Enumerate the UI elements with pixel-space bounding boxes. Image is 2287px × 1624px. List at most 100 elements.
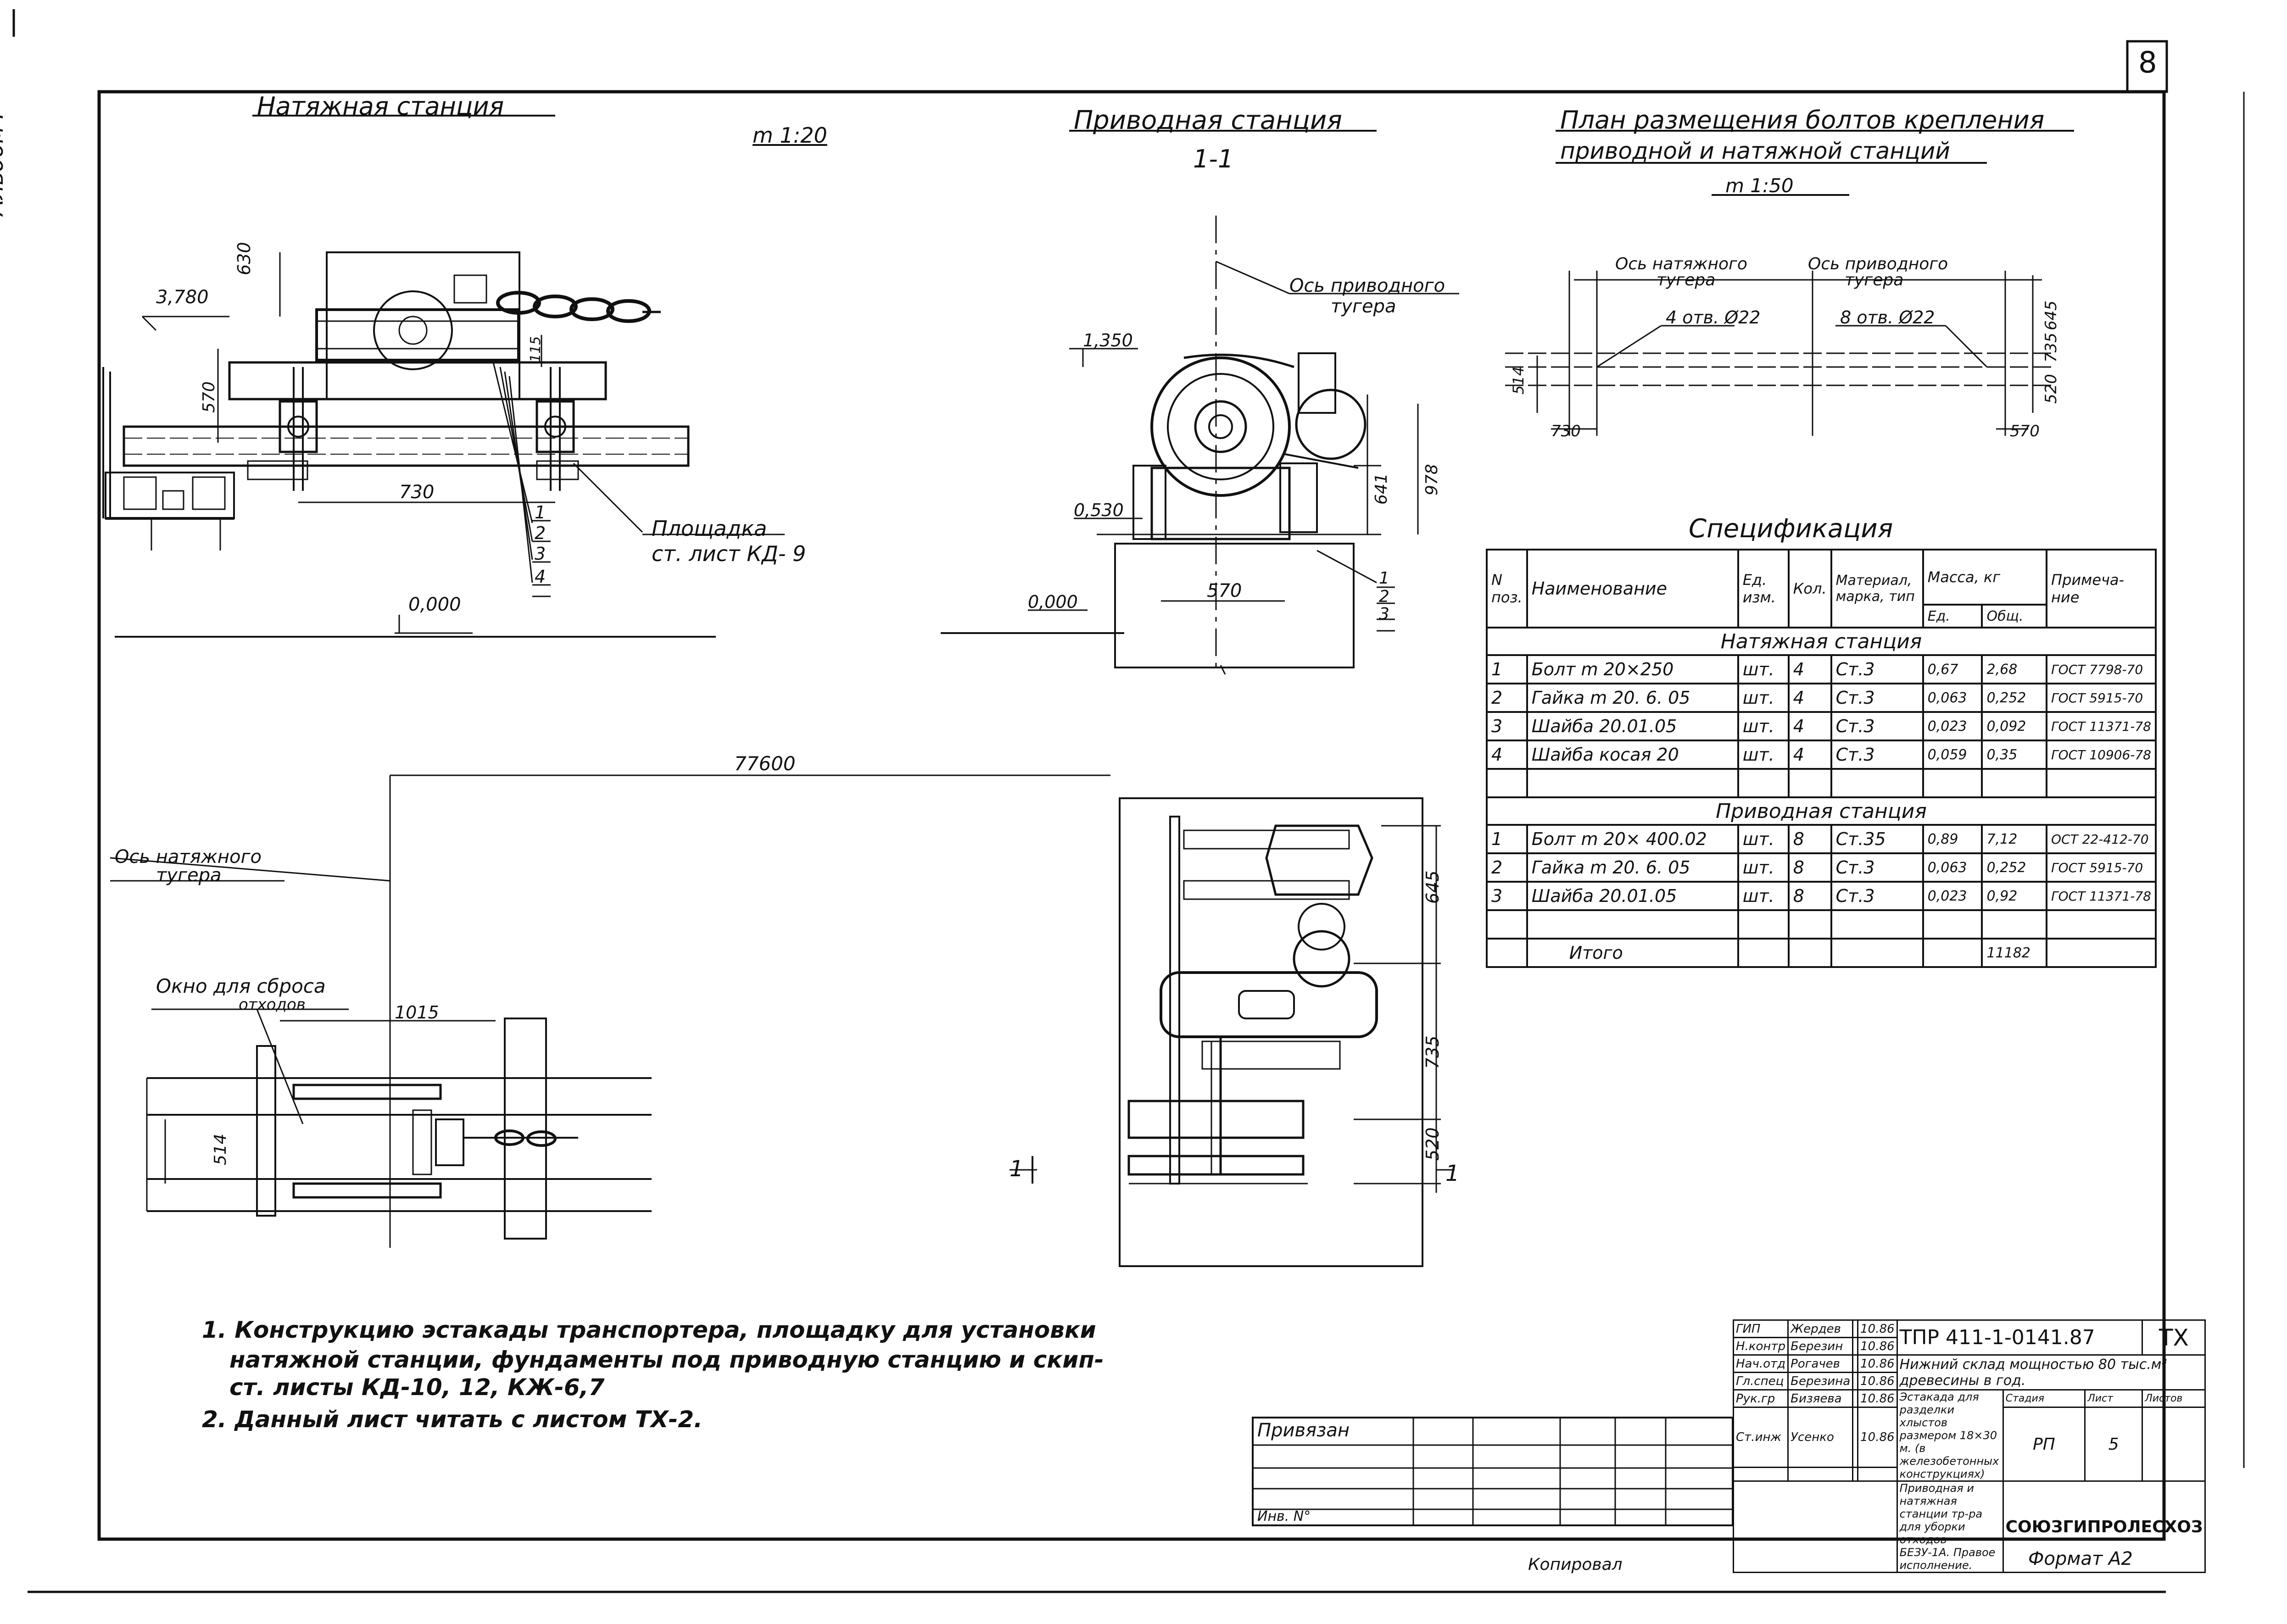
note-line-1: 1. Конструкцию эстакады транспортера, пл… bbox=[202, 1317, 1096, 1343]
role: Н.контр bbox=[1732, 1337, 1789, 1356]
cell-note: ГОСТ 11371-78 bbox=[2046, 881, 2157, 911]
header-name: Наименование bbox=[1526, 549, 1739, 628]
note-line-3: ст. листы КД-10, 12, КЖ-6,7 bbox=[229, 1374, 605, 1401]
cell-qty: 8 bbox=[1787, 881, 1832, 911]
elevation-1350: 1,350 bbox=[1083, 330, 1133, 350]
dim-115: 115 bbox=[528, 336, 544, 362]
cell-material: Ст.3 bbox=[1830, 881, 1924, 911]
title-block: ГИП Жердев 10.86 ТПР 411-1-0141.87 ТХ Н.… bbox=[1732, 1319, 2206, 1573]
signer-name: Усенко bbox=[1787, 1407, 1854, 1468]
signature bbox=[1852, 1354, 1859, 1373]
signer-name: Бизяева bbox=[1787, 1389, 1854, 1408]
drive-axis-plan-label: Ось приводного bbox=[1808, 255, 1948, 273]
cell-pos: 2 bbox=[1486, 683, 1528, 713]
cell-material: Ст.3 bbox=[1830, 711, 1924, 741]
drive-axis-label: Ось приводного bbox=[1289, 275, 1445, 296]
linked-label: Привязан bbox=[1257, 1420, 1350, 1441]
table-row: 3 Шайба 20.01.05 шт. 8 Ст.3 0,023 0,92 Г… bbox=[1486, 881, 2157, 911]
bolt-plan-title: План размещения болтов крепления bbox=[1560, 106, 2045, 134]
tension-station-elevation bbox=[102, 115, 785, 638]
cell-mass-unit: 0,67 bbox=[1922, 654, 1983, 684]
section-tension-label: Натяжная станция bbox=[1486, 627, 2157, 656]
cell-pos: 4 bbox=[1486, 740, 1528, 770]
copied-label: Копировал bbox=[1528, 1555, 1623, 1574]
table-row: 1 Болт m 20×250 шт. 4 Ст.3 0,67 2,68 ГОС… bbox=[1486, 654, 2157, 684]
drive-station-title: Приводная станция bbox=[1074, 106, 1342, 135]
waste-window-label-2: отходов bbox=[239, 996, 306, 1014]
album-label: Альбом I bbox=[0, 112, 8, 216]
cell-note: ГОСТ 7798-70 bbox=[2046, 654, 2157, 684]
cut-mark-left: 1 bbox=[1010, 1156, 1024, 1182]
cell-mass-total: 0,252 bbox=[1981, 683, 2047, 713]
cell-mass-unit: 0,023 bbox=[1922, 711, 1983, 741]
section-drive-label: Приводная станция bbox=[1486, 796, 2157, 826]
note-line-2: натяжной станции, фундаменты под приводн… bbox=[229, 1346, 1104, 1373]
cell-note: ГОСТ 10906-78 bbox=[2046, 740, 2157, 770]
cell-unit: шт. bbox=[1737, 881, 1790, 911]
table-row-empty bbox=[1486, 909, 2157, 940]
organization: СОЮЗГИПРОЛЕСХОЗ bbox=[2002, 1480, 2206, 1573]
specification-table: N поз. Наименование Ед. изм. Кол. Матери… bbox=[1486, 549, 2157, 968]
doc-mark: ТХ bbox=[2142, 1319, 2206, 1356]
date: 10.86 bbox=[1857, 1407, 1898, 1468]
dim-978: 978 bbox=[1422, 464, 1441, 495]
sheet-label: Лист bbox=[2084, 1389, 2143, 1408]
header-mass: Масса, кг bbox=[1922, 549, 2048, 606]
section-label: 1-1 bbox=[1193, 145, 1234, 173]
cell-unit: шт. bbox=[1737, 740, 1790, 770]
sheet-title: Приводная и натяжная станции тр-ра для у… bbox=[1896, 1480, 2004, 1573]
dim-570-drive: 570 bbox=[1207, 580, 1242, 601]
cell-mass-unit: 0,023 bbox=[1922, 881, 1983, 911]
cell-mass-total: 7,12 bbox=[1981, 824, 2047, 854]
header-material: Материал, марка, тип bbox=[1830, 549, 1924, 628]
stamp-row: Приводная и натяжная станции тр-ра для у… bbox=[1733, 1480, 2206, 1573]
date: 10.86 bbox=[1857, 1337, 1898, 1356]
cell-mass-total: 2,68 bbox=[1981, 654, 2047, 684]
stage-label: Стадия bbox=[2002, 1389, 2086, 1408]
cell-pos: 3 bbox=[1486, 711, 1528, 741]
dim-1015: 1015 bbox=[395, 1002, 439, 1023]
plan-tension-axis: Ось натяжного bbox=[115, 846, 262, 868]
dim-630: 630 bbox=[234, 242, 254, 275]
dim-570: 570 bbox=[200, 381, 218, 413]
cell-material: Ст.3 bbox=[1830, 852, 1924, 883]
plan-dim-645: 645 bbox=[1422, 870, 1443, 904]
note-line-4: 2. Данный лист читать с листом ТХ-2. bbox=[202, 1406, 703, 1433]
cell-name: Шайба 20.01.05 bbox=[1526, 881, 1739, 911]
role: Ст.инж bbox=[1732, 1407, 1789, 1468]
bolt-dim-730: 730 bbox=[1551, 422, 1581, 440]
signer-name: Жердев bbox=[1787, 1319, 1854, 1338]
project-name: Нижний склад мощностью 80 тыс.м³ древеси… bbox=[1896, 1354, 2206, 1390]
platform-label: Площадка bbox=[652, 516, 767, 541]
cell-qty: 4 bbox=[1787, 683, 1832, 713]
table-row: 4 Шайба косая 20 шт. 4 Ст.3 0,059 0,35 Г… bbox=[1486, 740, 2157, 770]
cell-mass-total: 0,35 bbox=[1981, 740, 2047, 770]
tension-station-title: Натяжная станция bbox=[257, 92, 504, 121]
cell-name: Болт m 20×250 bbox=[1526, 654, 1739, 684]
date: 10.86 bbox=[1857, 1319, 1898, 1338]
date: 10.86 bbox=[1857, 1389, 1898, 1408]
dim-730: 730 bbox=[399, 482, 435, 503]
tension-axis-label-2: тугера bbox=[1657, 271, 1716, 289]
cell-mass-unit: 0,063 bbox=[1922, 852, 1983, 883]
total-label: Итого bbox=[1526, 938, 1739, 968]
plan-dim-735: 735 bbox=[1422, 1035, 1443, 1069]
cell-note: ГОСТ 11371-78 bbox=[2046, 711, 2157, 741]
bolt-dim-570: 570 bbox=[2010, 422, 2040, 440]
tension-station-scale: m 1:20 bbox=[753, 123, 827, 148]
header-mass-total: Общ. bbox=[1981, 604, 2047, 628]
bolt-plan bbox=[1505, 130, 2074, 436]
cell-name: Гайка m 20. 6. 05 bbox=[1526, 683, 1739, 713]
stamp-row: Нач.отд Рогачев 10.86 Нижний склад мощно… bbox=[1732, 1354, 2206, 1390]
dim-77600: 77600 bbox=[734, 752, 796, 775]
cell-pos: 1 bbox=[1486, 824, 1528, 854]
spec-header-row: N поз. Наименование Ед. изм. Кол. Матери… bbox=[1486, 549, 2157, 628]
cell-name: Гайка m 20. 6. 05 bbox=[1526, 852, 1739, 883]
cell-name: Шайба косая 20 bbox=[1526, 740, 1739, 770]
signer-name: Березин bbox=[1787, 1337, 1854, 1356]
dim-641: 641 bbox=[1372, 473, 1391, 505]
cell-unit: шт. bbox=[1737, 824, 1790, 854]
tension-axis-label: Ось натяжного bbox=[1615, 255, 1747, 273]
cell-qty: 8 bbox=[1787, 824, 1832, 854]
